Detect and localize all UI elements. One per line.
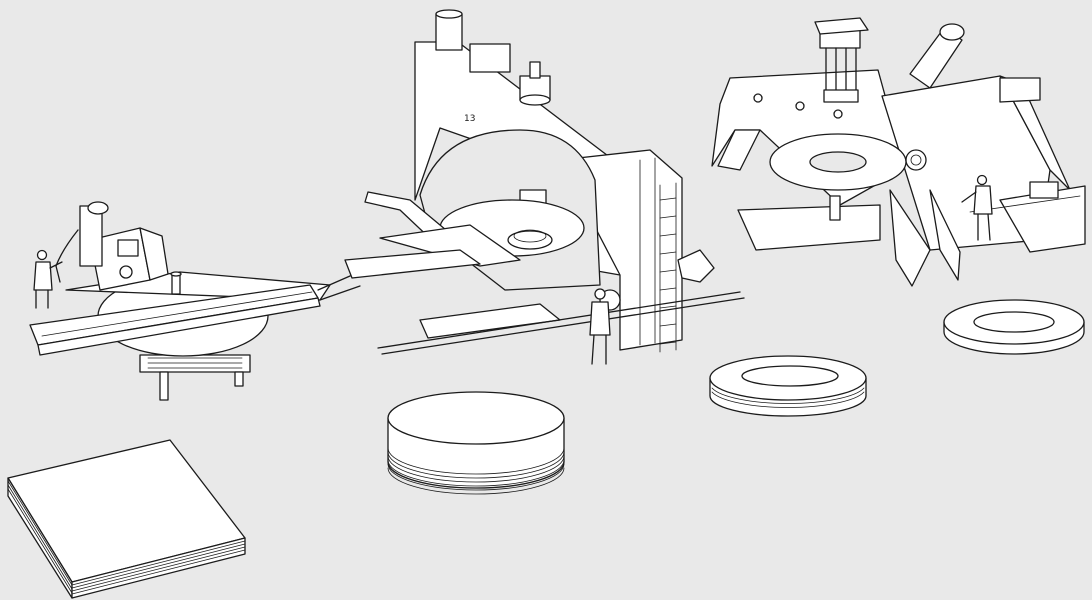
worker-right	[961, 174, 993, 241]
pressed-heads-stack	[709, 355, 867, 417]
hydraulic-press: 13	[344, 9, 745, 355]
plate-stack	[7, 439, 246, 599]
worker-center	[589, 288, 611, 365]
press-marking: 13	[464, 114, 475, 124]
cutting-machine	[55, 201, 169, 291]
stacked-blanks	[387, 391, 565, 495]
flanging-machine	[711, 17, 1086, 287]
finished-head	[943, 299, 1085, 355]
worker-left	[33, 249, 63, 309]
cutting-table	[29, 271, 361, 401]
press-ladder	[659, 182, 677, 353]
